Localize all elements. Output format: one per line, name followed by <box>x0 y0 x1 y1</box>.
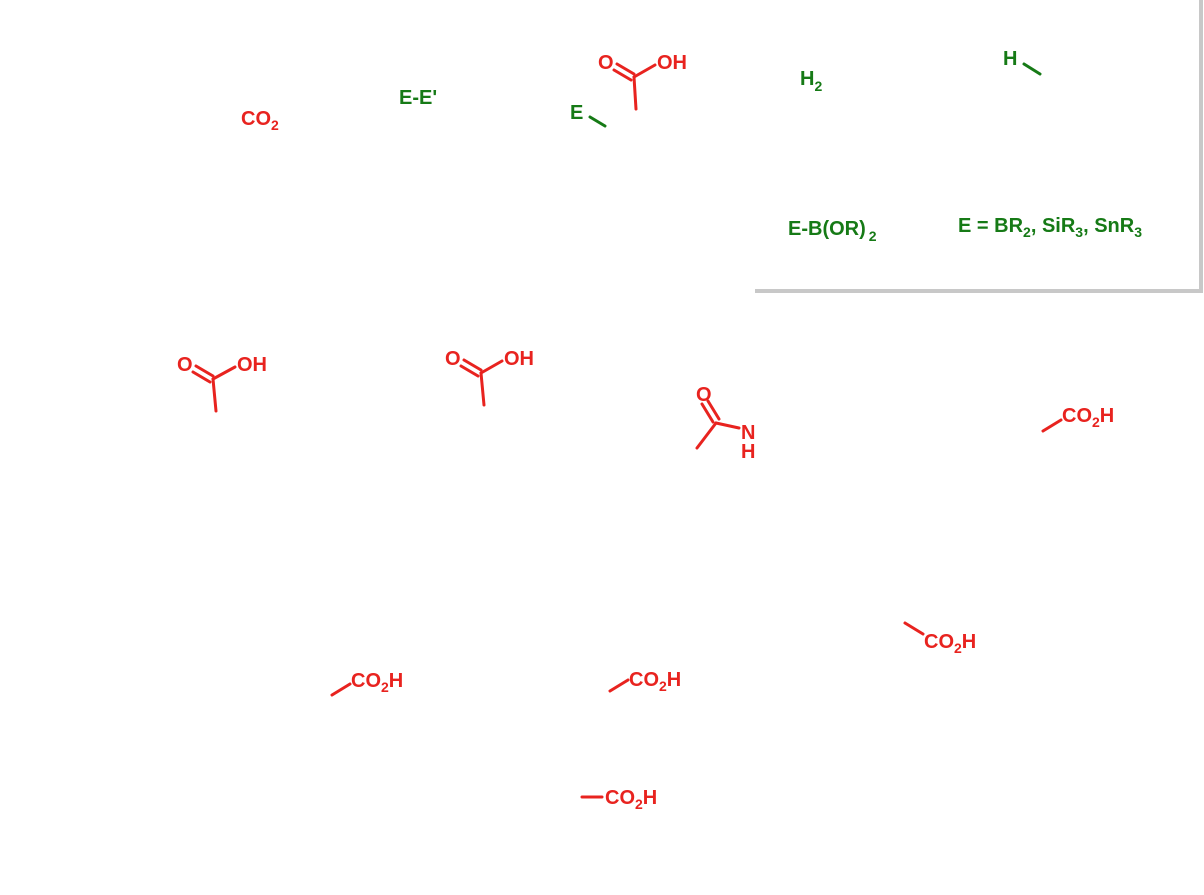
ee-reagent: E-E' <box>399 87 437 109</box>
svg-text:CO2H: CO2H <box>924 631 976 656</box>
acid-mid-coh-bond <box>479 359 504 375</box>
co2h-lower-left-sub: 2 <box>381 679 389 695</box>
co2h-right-co: CO <box>1062 405 1092 427</box>
acid-mid-co-bond-2 <box>459 364 480 378</box>
co2h-lower-right-sub: 2 <box>954 640 962 656</box>
acid-mid-co-bond-1 <box>462 358 483 372</box>
acid-top-methyl-bond <box>632 75 638 111</box>
co2h-bottom-h: H <box>643 787 657 809</box>
co2h-lower-right-bond <box>903 621 925 636</box>
acid-left-coh-bond <box>211 365 237 381</box>
acid-left-methyl-bond <box>211 377 218 413</box>
acid-reagent-top: O OH <box>598 52 687 111</box>
svg-text:CO2H: CO2H <box>605 787 657 812</box>
co2h-lower-middle-h: H <box>667 669 681 691</box>
amide-methyl-bond <box>695 421 718 450</box>
e-def-part-b: , SiR <box>1031 215 1076 237</box>
svg-text:CO2H: CO2H <box>629 669 681 694</box>
e-def-sub-c: 3 <box>1134 224 1142 240</box>
acid-mid-o: O <box>445 348 461 370</box>
e-def-sub-a: 2 <box>1023 224 1031 240</box>
reagent-panel <box>755 0 1203 293</box>
co2h-right: CO2H <box>1041 405 1114 433</box>
e-def-part-a: E = BR <box>958 215 1024 237</box>
co2h-lower-left-co: CO <box>351 670 381 692</box>
svg-text:CO2H: CO2H <box>351 670 403 695</box>
amide-n: N <box>741 422 755 444</box>
co2h-lower-right: CO2H <box>903 621 976 656</box>
co2h-lower-middle: CO2H <box>608 669 681 694</box>
co2h-bottom: CO2H <box>580 787 657 812</box>
acid-mid-methyl-bond <box>479 371 486 407</box>
co2h-lower-right-h: H <box>962 631 976 653</box>
e-definition: E = BR2, SiR3, SnR3 <box>958 215 1142 240</box>
acid-mid-oh: OH <box>504 348 534 370</box>
acid-top-coh-bond <box>632 63 657 79</box>
svg-text:CO2H: CO2H <box>1062 405 1114 430</box>
h-reagent: H <box>1003 48 1042 76</box>
h-bond <box>1022 62 1042 76</box>
co2h-lower-middle-co: CO <box>629 669 659 691</box>
svg-text:E = BR2, SiR3, SnR3: E = BR2, SiR3, SnR3 <box>958 215 1142 240</box>
h2-text: H <box>800 68 814 90</box>
acid-structure-left: O OH <box>177 354 267 413</box>
acid-left-co-bond-1 <box>194 364 215 378</box>
co2h-lower-left: CO2H <box>330 670 403 697</box>
amide-co-bond-2 <box>706 399 721 421</box>
svg-text:H2: H2 <box>800 68 822 94</box>
co2h-right-h: H <box>1100 405 1114 427</box>
amide-cn-bond <box>714 421 741 430</box>
co2h-bottom-sub: 2 <box>635 796 643 812</box>
co2h-right-bond <box>1041 418 1063 433</box>
amide-co-bond-1 <box>700 402 715 424</box>
e-def-part-c: , SnR <box>1083 215 1135 237</box>
acid-top-co-bond-1 <box>615 62 636 76</box>
co2-text: CO <box>241 108 271 130</box>
co2h-lower-right-co: CO <box>924 631 954 653</box>
e-def-sub-b: 3 <box>1075 224 1083 240</box>
amide-h: H <box>741 441 755 463</box>
co2h-bottom-co: CO <box>605 787 635 809</box>
e-reagent: E <box>570 102 607 128</box>
acid-left-o: O <box>177 354 193 376</box>
co2h-lower-middle-bond <box>608 678 630 693</box>
co2h-right-sub: 2 <box>1092 414 1100 430</box>
eb-text: E-B(OR) <box>788 218 866 240</box>
co2h-lower-left-bond <box>330 682 352 697</box>
co2-subscript: 2 <box>271 117 279 133</box>
e-label: E <box>570 102 583 124</box>
e-bond <box>588 115 607 128</box>
acid-structure-middle: O OH <box>445 348 534 407</box>
acid-top-co-bond-2 <box>612 68 633 82</box>
h2-reagent: H2 <box>800 68 822 94</box>
amide-structure: O N H <box>695 384 755 463</box>
acid-top-o: O <box>598 52 614 74</box>
eb-reagent: E-B(OR)2 <box>788 218 877 244</box>
h2-subscript: 2 <box>814 78 822 94</box>
acid-top-oh: OH <box>657 52 687 74</box>
co2-reagent: CO2 <box>241 108 279 133</box>
h-label: H <box>1003 48 1017 70</box>
acid-left-co-bond-2 <box>191 370 212 384</box>
co2h-lower-middle-sub: 2 <box>659 678 667 694</box>
co2h-lower-left-h: H <box>389 670 403 692</box>
svg-text:E-B(OR)2: E-B(OR)2 <box>788 218 877 244</box>
eb-subscript: 2 <box>869 228 877 244</box>
svg-text:CO2: CO2 <box>241 108 279 133</box>
acid-left-oh: OH <box>237 354 267 376</box>
